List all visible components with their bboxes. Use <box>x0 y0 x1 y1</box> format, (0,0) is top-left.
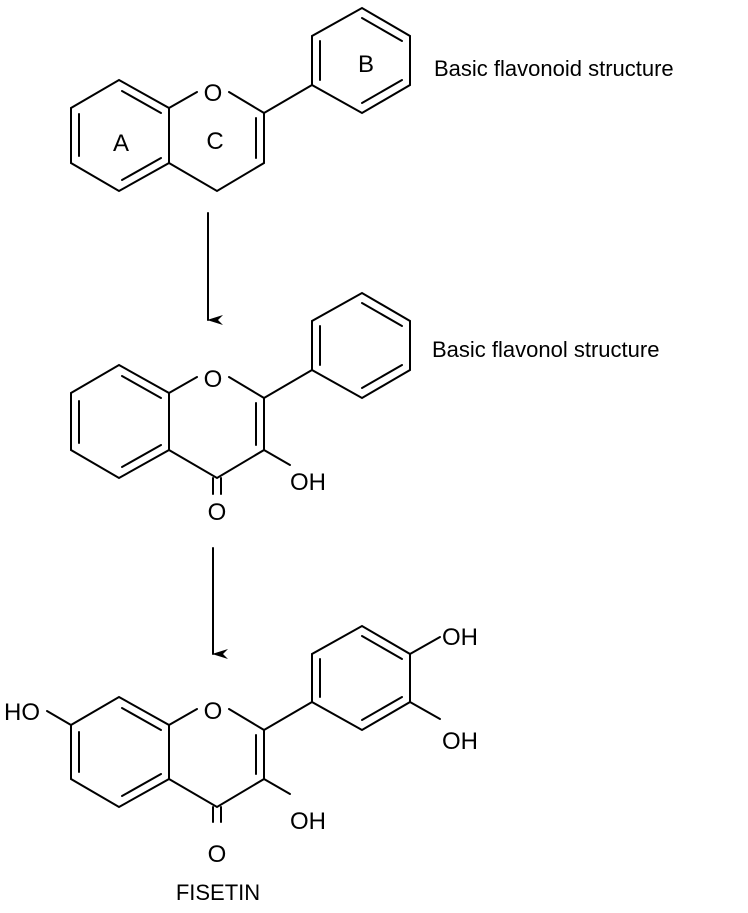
ring-b-inner-bonds <box>319 302 403 389</box>
flavonol-caption: Basic flavonol structure <box>432 337 659 362</box>
oxygen-atom-label: O <box>204 698 223 725</box>
link-bond <box>263 701 313 731</box>
flavonoid-structure: O A C B <box>70 6 411 193</box>
ring-a-bonds <box>70 363 170 480</box>
carbonyl-oxygen-label: O <box>208 499 227 526</box>
ring-b-bonds <box>311 6 411 115</box>
flavonol-structure: O O OH <box>70 291 411 526</box>
hydroxyl-4prime-label: OH <box>442 624 478 651</box>
carbonyl-oxygen-label: O <box>208 841 227 868</box>
ring-b-inner-bonds <box>319 17 403 104</box>
hydroxyl-3prime-bond <box>409 701 441 720</box>
hydroxyl-3prime-label: OH <box>442 728 478 755</box>
link-bond <box>263 84 313 114</box>
ring-a-label: A <box>113 130 129 157</box>
hydroxyl-7-bond <box>46 710 72 726</box>
oxygen-atom-label: O <box>204 80 223 107</box>
ring-a-inner-bonds <box>78 707 162 797</box>
hydroxyl-label: OH <box>290 469 326 496</box>
oxygen-atom-label: O <box>204 366 223 393</box>
hydroxyl-3-label: OH <box>290 808 326 835</box>
ring-c-label: C <box>206 128 223 155</box>
ring-b-bonds <box>311 624 411 732</box>
ring-a-bonds <box>70 695 170 809</box>
ring-b-label: B <box>358 51 374 78</box>
flavonoid-caption: Basic flavonoid structure <box>434 56 674 81</box>
fisetin-caption: FISETIN <box>176 880 260 905</box>
fisetin-structure: O O OH HO OH OH <box>4 624 478 868</box>
hydroxyl-7-label: HO <box>4 699 40 726</box>
hydroxyl-4prime-bond <box>409 636 441 655</box>
ring-b-bonds <box>311 291 411 400</box>
carbonyl-bond <box>212 477 222 495</box>
ring-a-inner-bonds <box>78 375 162 468</box>
carbonyl-bond <box>212 806 222 823</box>
ring-a-inner-bonds <box>78 90 162 181</box>
ring-b-inner-bonds <box>319 635 403 721</box>
ring-c-bonds <box>168 91 265 193</box>
link-bond <box>263 369 313 399</box>
hydroxyl-bond <box>263 449 291 466</box>
hydroxyl-3-bond <box>263 778 291 795</box>
